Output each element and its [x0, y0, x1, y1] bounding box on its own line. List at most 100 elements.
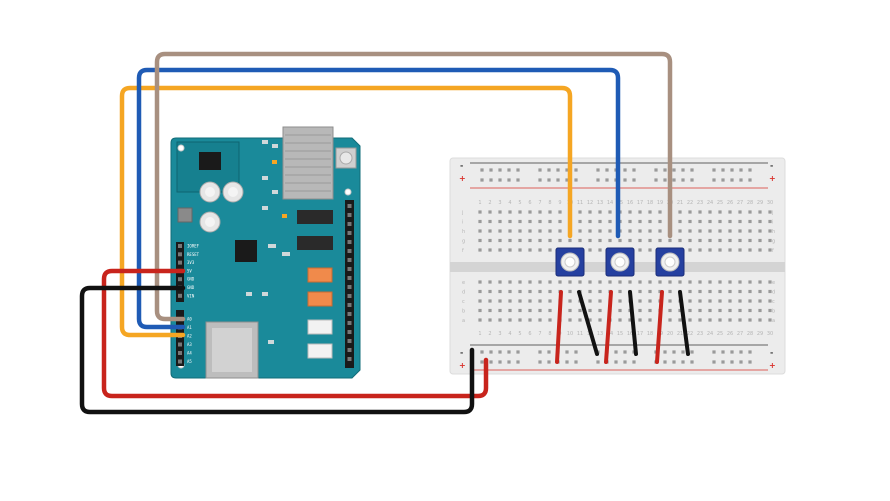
hole — [478, 280, 482, 284]
rail-hole — [565, 168, 569, 172]
rail-hole — [730, 350, 734, 354]
digital-pin — [347, 330, 352, 334]
hole — [678, 238, 682, 243]
column-number: 23 — [697, 200, 703, 206]
hole — [528, 289, 532, 294]
sd-card-slot-inner — [212, 328, 252, 372]
wire-yellow-a2-to-pot1 — [119, 85, 573, 338]
column-number: 21 — [677, 200, 683, 206]
hole — [728, 238, 732, 243]
power-pin-label: IOREF — [187, 244, 200, 249]
hole — [528, 248, 532, 252]
column-number: 13 — [597, 331, 603, 337]
hole — [718, 229, 722, 233]
rail-hole — [623, 360, 627, 364]
column-number: 13 — [597, 200, 603, 206]
hole — [748, 219, 752, 224]
hole — [568, 318, 572, 322]
hole — [518, 299, 522, 303]
hole — [678, 308, 682, 313]
row-letter: i — [772, 220, 773, 226]
column-number: 29 — [757, 200, 763, 206]
column-number: 17 — [637, 331, 643, 337]
digital-pin — [347, 294, 352, 298]
rail-hole — [690, 350, 694, 354]
column-number: 16 — [627, 200, 633, 206]
hole — [738, 248, 742, 252]
rail-hole — [672, 350, 676, 354]
rail-hole — [672, 178, 676, 182]
hole — [518, 308, 522, 313]
hole — [708, 238, 712, 243]
rail-hole — [690, 178, 694, 182]
digital-pin — [347, 249, 352, 253]
hole — [498, 318, 502, 322]
rail-hole — [489, 350, 493, 354]
column-number: 4 — [508, 331, 511, 337]
hole — [538, 299, 542, 303]
power-pin — [178, 277, 182, 282]
column-number: 30 — [767, 200, 773, 206]
hole — [718, 289, 722, 294]
hole — [728, 308, 732, 313]
hole — [548, 299, 552, 303]
power-pin — [178, 293, 182, 298]
power-pin-label: RESET — [187, 252, 200, 257]
hole — [768, 248, 772, 252]
row-letter: c — [772, 299, 775, 305]
breadboard-holes — [478, 168, 772, 364]
hole — [758, 219, 762, 224]
hole — [528, 318, 532, 322]
hole — [568, 299, 572, 303]
rail-hole — [712, 168, 716, 172]
hole — [628, 210, 632, 214]
rail-hole — [574, 350, 578, 354]
analog-pin-label: A4 — [187, 351, 192, 356]
hole — [598, 238, 602, 243]
hole — [648, 210, 652, 214]
rail-hole — [480, 178, 484, 182]
rail-hole — [489, 360, 493, 364]
hole — [698, 289, 702, 294]
orange-connector-2 — [307, 291, 333, 307]
rail-hole — [605, 168, 609, 172]
rail-hole — [480, 360, 484, 364]
row-letter: d — [462, 290, 465, 296]
poe-regulator-chip — [199, 152, 221, 170]
hole — [538, 219, 542, 224]
column-number: 23 — [697, 331, 703, 337]
hole — [738, 318, 742, 322]
hole — [678, 219, 682, 224]
hole — [478, 308, 482, 313]
rail-hole — [739, 168, 743, 172]
hole — [768, 280, 772, 284]
rail-hole — [748, 350, 752, 354]
potentiometer-knob-center — [664, 256, 676, 268]
hole — [648, 280, 652, 284]
rail-hole — [596, 360, 600, 364]
rail-hole — [672, 168, 676, 172]
column-number: 2 — [488, 331, 491, 337]
hole — [498, 248, 502, 252]
analog-pin-label: A0 — [187, 317, 192, 322]
hole — [558, 219, 562, 224]
hole — [488, 289, 492, 294]
column-number: 10 — [567, 331, 573, 337]
hole — [738, 280, 742, 284]
hole — [648, 219, 652, 224]
column-number: 3 — [498, 331, 501, 337]
hole — [718, 210, 722, 214]
hole — [598, 308, 602, 313]
hole — [518, 280, 522, 284]
rail-hole — [663, 168, 667, 172]
analog-pin-label: A5 — [187, 359, 192, 364]
hole — [508, 308, 512, 313]
digital-header-pins — [347, 204, 352, 361]
row-letter: c — [462, 299, 465, 305]
hole — [688, 248, 692, 252]
row-letter: d — [772, 290, 775, 296]
hole — [658, 238, 662, 243]
rail-hole — [663, 178, 667, 182]
rail-hole — [681, 178, 685, 182]
rail-hole — [516, 350, 520, 354]
